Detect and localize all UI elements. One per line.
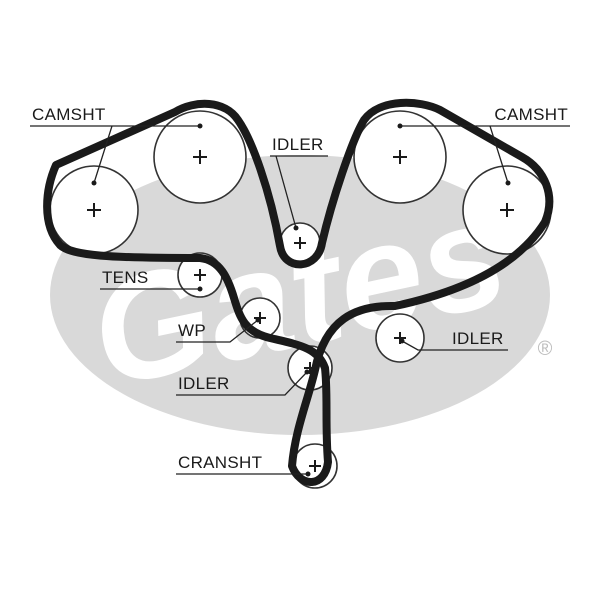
pointer-dot-camshaft-right — [505, 180, 511, 186]
pointer-dot-camshaft-right-inner — [397, 123, 403, 129]
idler-top-center-icon — [294, 237, 306, 249]
leader-idler-top — [270, 155, 328, 229]
pointer-dot-crankshaft — [305, 471, 311, 477]
idler-middle-center-icon — [304, 362, 316, 374]
label-idler-middle: IDLER — [178, 374, 230, 393]
pointer-dot-idler-middle — [304, 369, 310, 375]
camshaft-right-center-icon — [500, 203, 514, 217]
leader-camshaft-left — [30, 125, 200, 184]
camshaft-left-inner-center-icon — [193, 150, 207, 164]
leader-camshaft-right — [400, 125, 570, 184]
timing-belt — [43, 98, 554, 486]
pointer-dot-idler-right — [399, 338, 405, 344]
leader-idler-right — [401, 340, 508, 351]
label-idler-top: IDLER — [272, 135, 324, 154]
pointer-dot-camshaft-left — [91, 180, 97, 186]
leader-water-pump — [176, 319, 259, 343]
label-water-pump: WP — [178, 321, 206, 340]
pointer-dot-idler-top — [293, 225, 299, 231]
pointer-dot-tensioner — [197, 286, 203, 292]
label-crankshaft: CRANSHT — [178, 453, 262, 472]
label-camshaft-right: CAMSHT — [494, 105, 568, 124]
camshaft-right-inner-center-icon — [393, 150, 407, 164]
label-camshaft-left: CAMSHT — [32, 105, 106, 124]
registered-mark: ® — [538, 338, 553, 360]
crankshaft-center-icon — [309, 460, 321, 472]
pointer-dot-water-pump — [255, 317, 261, 323]
camshaft-left-center-icon — [87, 203, 101, 217]
label-tensioner: TENS — [102, 268, 149, 287]
tensioner-center-icon — [194, 269, 206, 281]
water-pump-center-icon — [254, 312, 266, 324]
pointer-dot-camshaft-left-inner — [197, 123, 203, 129]
label-idler-right: IDLER — [452, 329, 504, 348]
leader-idler-middle — [176, 371, 308, 396]
watermark-oval — [50, 155, 550, 435]
